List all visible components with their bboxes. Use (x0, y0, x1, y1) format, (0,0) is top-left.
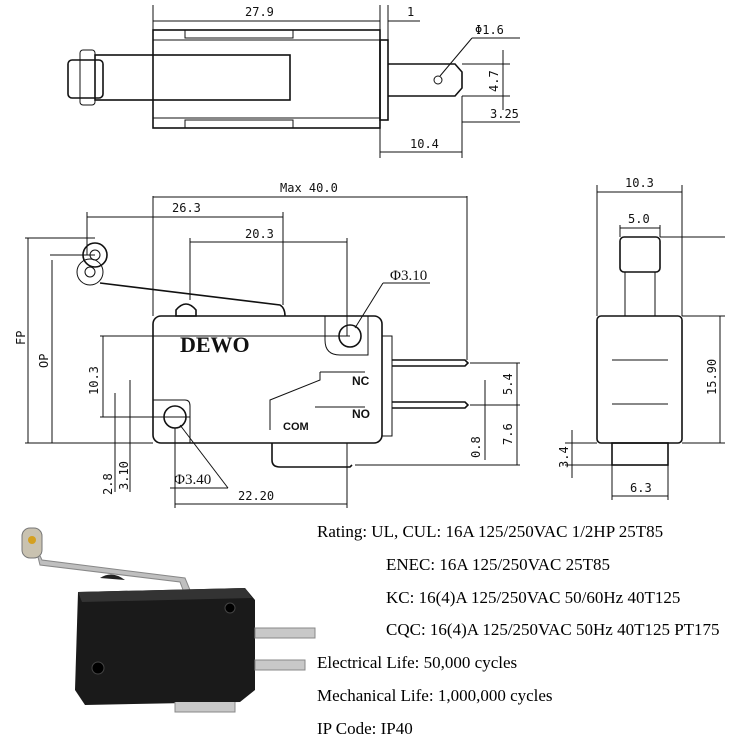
dim-plunger: 20.3 (245, 227, 274, 241)
dim-pin: 3.4 (557, 446, 571, 468)
top-view: 27.9 1 Φ1.6 4.7 3.25 10.4 (67, 5, 520, 158)
dim-tab: 1 (407, 5, 414, 19)
dim-hole: Φ1.6 (475, 23, 504, 37)
spec-enec: ENEC: 16A 125/250VAC 25T85 (386, 555, 611, 574)
spec-cqc: CQC: 16(4)A 125/250VAC 50Hz 40T125 PT175 (386, 620, 720, 639)
dim-no-com: 7.6 (501, 423, 515, 445)
spec-kc: KC: 16(4)A 125/250VAC 50/60Hz 40T125 (386, 588, 681, 607)
terminal-com-label: COM (283, 421, 309, 433)
dim-lever: 26.3 (172, 201, 201, 215)
side-view: 10.3 5.0 15.90 3.4 6.3 (557, 176, 725, 500)
dim-nc-no: 5.4 (501, 373, 515, 395)
dim-thick: 0.8 (469, 436, 483, 458)
dim-b: 3.10 (117, 461, 131, 490)
dim-hole-spacing: 22.20 (238, 489, 274, 503)
front-view: DEWO NC NO COM Max 40.0 26.3 20.3 Φ3.10 … (14, 181, 520, 508)
dim-terminal: 10.4 (410, 137, 439, 151)
dim-tab-height: 4.7 (487, 70, 501, 92)
dim-base: 6.3 (630, 481, 652, 495)
dim-side-width: 10.3 (625, 176, 654, 190)
spec-electrical-life: Electrical Life: 50,000 cycles (317, 653, 518, 672)
dim-a: 2.8 (101, 473, 115, 495)
label-op: OP (37, 354, 51, 368)
product-photo (21, 527, 316, 713)
dim-vertical: 10.3 (87, 366, 101, 395)
dim-length: 27.9 (245, 5, 274, 19)
dim-max: Max 40.0 (280, 181, 338, 195)
terminal-no-label: NO (352, 407, 370, 421)
dim-hole-bottom: Φ3.40 (174, 472, 211, 488)
terminal-nc-label: NC (352, 374, 370, 388)
spec-mechanical-life: Mechanical Life: 1,000,000 cycles (317, 686, 553, 705)
dim-hole-top: Φ3.10 (390, 268, 427, 284)
spec-ip-code: IP Code: IP40 (317, 719, 413, 738)
spec-rating: Rating: UL, CUL: 16A 125/250VAC 1/2HP 25… (317, 522, 664, 541)
dim-roller: 5.0 (628, 212, 650, 226)
dim-side-height: 15.90 (705, 359, 719, 395)
label-fp: FP (14, 331, 28, 345)
dim-offset: 3.25 (490, 107, 519, 121)
